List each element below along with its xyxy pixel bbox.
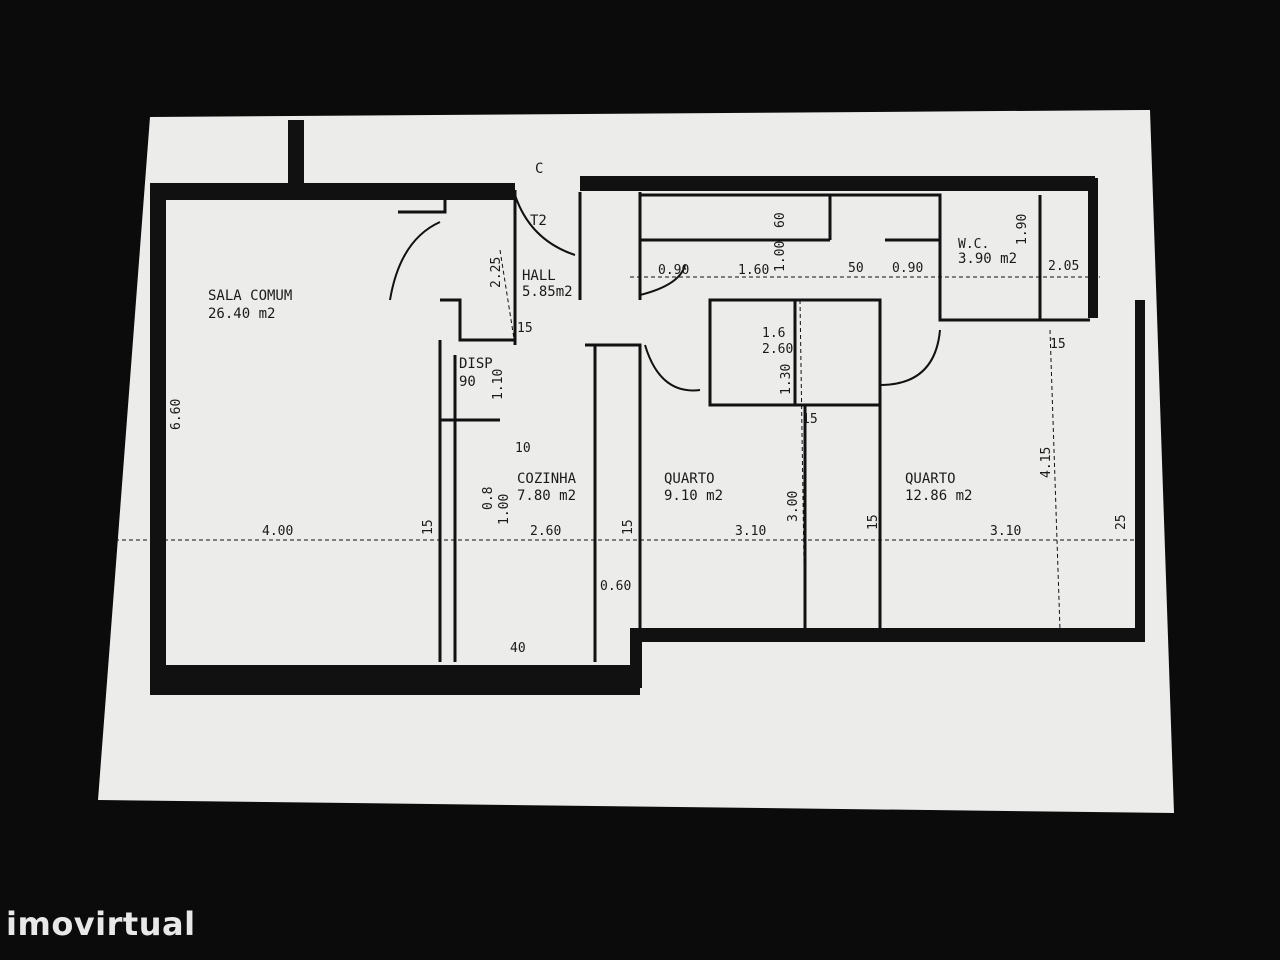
dim-label: 15: [866, 514, 881, 530]
room-name-disp: DISP: [459, 356, 493, 372]
dim-label: 3.00: [786, 491, 801, 522]
dim-label: 4.00: [262, 524, 293, 539]
dim-label: 3.10: [735, 524, 766, 539]
dim-label: 60: [773, 212, 788, 228]
room-area-hall: 5.85m2: [522, 284, 573, 300]
entrance-mark: C: [535, 161, 543, 177]
entrance-door-swing: [514, 194, 576, 256]
room-name-wc: W.C.: [958, 237, 989, 252]
quarto2-door-swing: [879, 329, 941, 386]
room-name-bath: 1.6: [762, 326, 785, 341]
dim-label: 10: [515, 441, 531, 456]
dim-label: 15: [421, 519, 436, 535]
room-name-cozinha: COZINHA: [517, 471, 577, 487]
dim-label: 3.10: [990, 524, 1021, 539]
room-name-sala: SALA COMUM: [208, 288, 292, 304]
dim-label: 0.8: [481, 487, 496, 510]
walls: [150, 120, 1145, 695]
dim-label: 2.05: [1048, 259, 1079, 274]
interior-walls: [398, 190, 1090, 662]
room-area-quarto-1: 9.10 m2: [664, 488, 723, 504]
dimension-labels: 2.25 15 1.10 10 0.90 1.60 1.00 60 50 0.9…: [169, 212, 1129, 656]
dim-label: 1.10: [491, 369, 506, 400]
watermark-logo: imovirtual: [6, 905, 196, 943]
dim-label: 2.25: [489, 257, 504, 288]
dim-label: 1.90: [1015, 214, 1030, 245]
doors: [389, 194, 941, 392]
dim-label: 2.60: [530, 524, 561, 539]
sala-door-swing: [389, 221, 441, 301]
room-area-sala: 26.40 m2: [208, 306, 275, 322]
room-area-disp: 90: [459, 374, 476, 390]
hall-door-swing: [639, 264, 686, 296]
dim-label: 0.90: [658, 263, 689, 278]
dim-label: 1.00: [497, 494, 512, 525]
dim-label: 0.60: [600, 579, 631, 594]
room-name-quarto-2: QUARTO: [905, 471, 956, 487]
room-name-hall: HALL: [522, 268, 556, 284]
dim-label: 4.15: [1039, 447, 1054, 478]
dimension-lines: [115, 249, 1140, 631]
dim-label: 40: [510, 641, 526, 656]
dim-label: 0.90: [892, 261, 923, 276]
dim-label: 1.60: [738, 263, 769, 278]
quarto-door-swing: [644, 344, 701, 392]
room-area-wc: 3.90 m2: [958, 251, 1017, 267]
dim-label: 1.00: [773, 241, 788, 272]
typology-label: T2: [530, 213, 547, 229]
dim-label: 25: [1114, 514, 1129, 530]
dim-label: 50: [848, 261, 864, 276]
dim-label: 15: [1050, 337, 1066, 352]
dim-label: 6.60: [169, 399, 184, 430]
room-name-quarto-1: QUARTO: [664, 471, 715, 487]
room-area-bath: 2.60: [762, 342, 793, 357]
room-area-quarto-2: 12.86 m2: [905, 488, 972, 504]
dim-label: 15: [621, 519, 636, 535]
dim-label: 15: [802, 412, 818, 427]
paper-sheet: [98, 110, 1174, 813]
room-area-cozinha: 7.80 m2: [517, 488, 576, 504]
dim-label: 1.30: [779, 364, 794, 395]
dim-label: 15: [517, 321, 533, 336]
